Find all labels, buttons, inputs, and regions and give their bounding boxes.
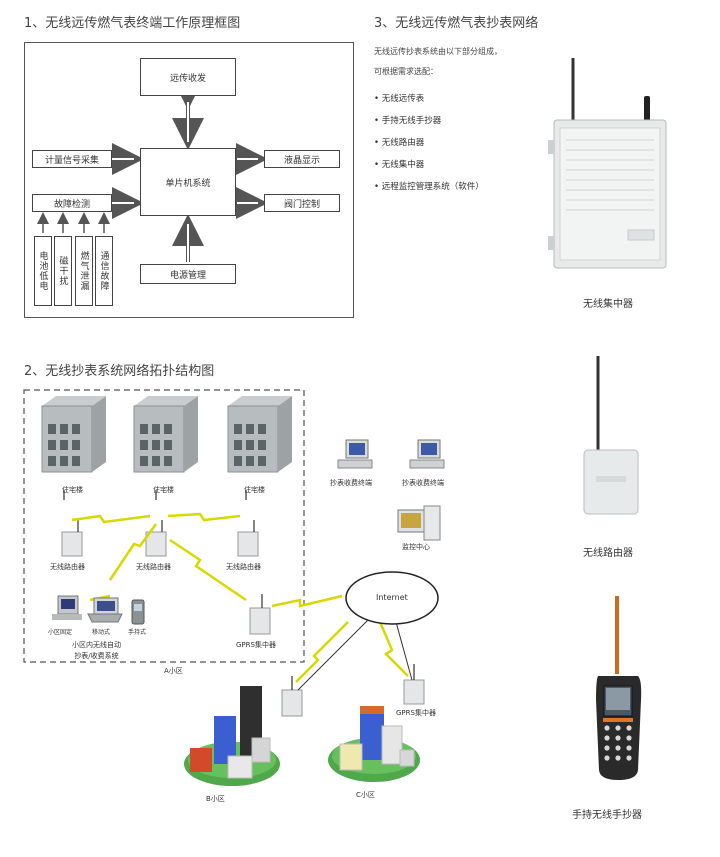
block-diagram-frame [24, 42, 354, 318]
device-label-mobile: 移动式 [92, 629, 111, 636]
bullet-item-2: • 手持无线手抄器 [374, 116, 442, 126]
terminal-label-2: 抄表收费终端 [402, 479, 444, 487]
gprs-a-label: GPRS集中器 [236, 641, 276, 649]
router-image [583, 356, 639, 515]
block-power: 电源管理 [140, 264, 236, 284]
auto-system-label: 小区内无线自动 抄表/收费系统 [72, 641, 121, 660]
block-meter: 计量信号采集 [32, 150, 112, 168]
block-battery: 电池低电 [34, 236, 52, 306]
block-valve: 阀门控制 [264, 194, 340, 212]
internet-label: Internet [376, 593, 408, 602]
monitor-label: 监控中心 [402, 543, 430, 551]
gprs-c-label: GPRS集中器 [396, 709, 436, 717]
section3-desc-line1: 无线远传抄表系统由以下部分组成， [374, 47, 502, 56]
handheld-image [596, 596, 642, 780]
bullet-item-3: • 无线路由器 [374, 138, 425, 148]
caption-router: 无线路由器 [583, 548, 633, 559]
terminal-2 [409, 439, 445, 469]
router-label-1: 无线路由器 [50, 563, 85, 571]
block-mcu: 单片机系统 [140, 148, 236, 216]
zone-b-label: B小区 [206, 795, 225, 803]
building-label-3: 住宅楼 [244, 486, 265, 494]
block-fault: 故障检测 [32, 194, 112, 212]
zone-a-label: A小区 [164, 667, 183, 675]
monitor-center [397, 505, 441, 541]
caption-concentrator: 无线集中器 [583, 299, 633, 310]
block-lcd: 液晶显示 [264, 150, 340, 168]
section3-title: 3、无线远传燃气表抄表网络 [374, 16, 539, 31]
block-remote: 远传收发 [140, 58, 236, 96]
caption-handheld: 手持无线手抄器 [572, 810, 642, 821]
router-label-2: 无线路由器 [136, 563, 171, 571]
device-label-handheld: 手持式 [128, 629, 147, 636]
terminal-label-1: 抄表收费终端 [330, 479, 372, 487]
section2-title: 2、无线抄表系统网络拓扑结构图 [24, 364, 215, 379]
bullet-item-4: • 无线集中器 [374, 160, 425, 170]
bullet-item-5: • 远程监控管理系统（软件） [374, 182, 484, 192]
block-gasleak: 燃气泄漏 [75, 236, 93, 306]
router-label-3: 无线路由器 [226, 563, 261, 571]
terminal-1 [337, 439, 373, 469]
section1-title: 1、无线远传燃气表终端工作原理框图 [24, 16, 241, 31]
block-comm: 通信故障 [95, 236, 113, 306]
block-magnetic: 磁干扰 [54, 236, 72, 306]
building-label-2: 住宅楼 [153, 486, 174, 494]
building-label-1: 住宅楼 [62, 486, 83, 494]
section3-desc-line2: 可根据需求选配： [374, 67, 438, 76]
zone-c-label: C小区 [356, 791, 375, 799]
device-label-fixed: 小区固定 [48, 629, 73, 636]
concentrator-image [548, 58, 667, 269]
wireless-links [71, 512, 409, 683]
bullet-item-1: • 无线远传表 [374, 94, 425, 104]
